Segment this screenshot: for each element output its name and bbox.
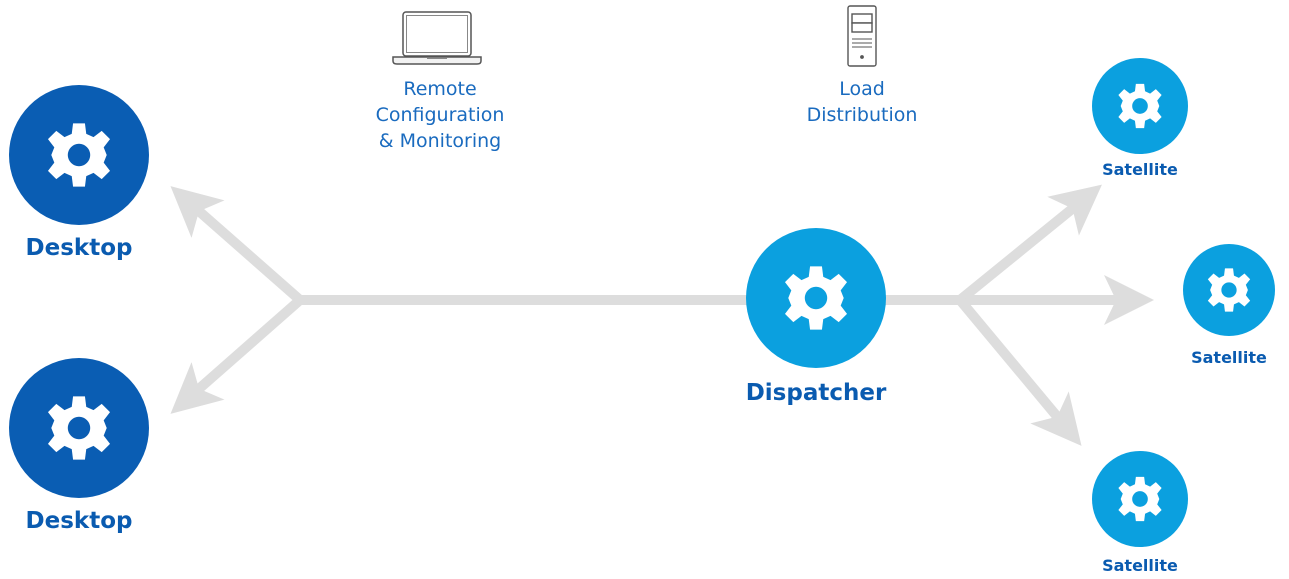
desktop-2-label: Desktop: [25, 508, 133, 534]
satellite-3-label: Satellite: [1102, 556, 1178, 575]
server-icon: [847, 5, 877, 67]
satellite-2-label: Satellite: [1191, 348, 1267, 367]
load-distribution-line-1: Load: [839, 78, 885, 100]
satellite-node-3: [1092, 451, 1188, 547]
remote-config-line-2: Configuration: [375, 104, 505, 126]
satellite-1-label: Satellite: [1102, 160, 1178, 179]
load-distribution-line-2: Distribution: [806, 104, 918, 126]
gear-icon: [1118, 83, 1162, 129]
load-distribution-label: Load Distribution: [780, 76, 944, 128]
satellite-node-2: [1183, 244, 1275, 336]
remote-config-label: Remote Configuration & Monitoring: [340, 76, 540, 154]
desktop-2-circle: [9, 358, 149, 498]
gear-icon: [1207, 268, 1251, 312]
dispatcher-label: Dispatcher: [745, 380, 887, 406]
arrow-to-desktop-2: [170, 296, 304, 414]
remote-config-line-1: Remote: [403, 78, 477, 100]
remote-config-line-3: & Monitoring: [378, 130, 502, 152]
connectors: [170, 184, 1154, 446]
desktop-node-1: [9, 85, 149, 225]
dispatcher-circle: [746, 228, 886, 368]
desktop-1-label: Desktop: [25, 235, 133, 261]
gear-icon: [1118, 476, 1162, 522]
laptop-icon: [392, 11, 482, 65]
desktop-node-2: [9, 358, 149, 498]
satellite-node-1: [1092, 58, 1188, 154]
desktop-1-circle: [9, 85, 149, 225]
arrow-to-satellite-1: [956, 184, 1102, 304]
arrow-to-desktop-1: [170, 186, 304, 304]
dispatcher-node: [746, 228, 886, 368]
arrow-to-satellite-3: [956, 296, 1082, 446]
